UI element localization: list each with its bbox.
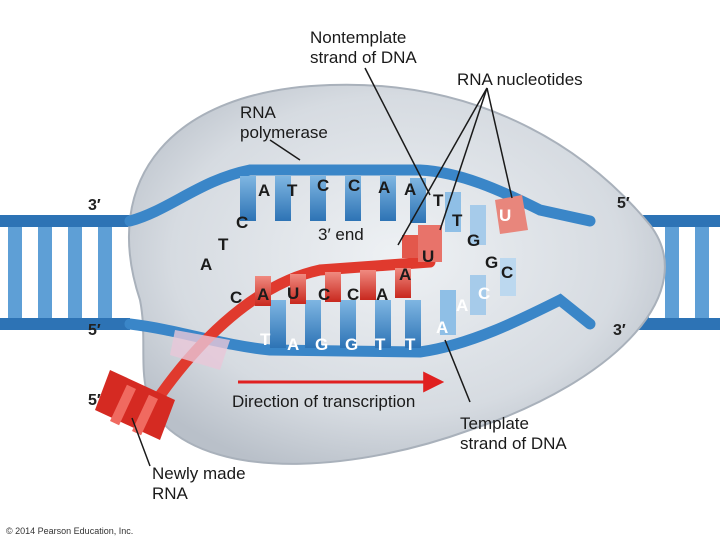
end-lower-left: 5′ (88, 392, 101, 409)
nt-base-1: A (258, 181, 271, 200)
rna-base-1: C (230, 288, 243, 307)
nontemplate-strand (124, 164, 596, 245)
rna-strand (95, 256, 436, 440)
nt-base-11: C (501, 263, 514, 282)
nontemplate-strand-label: Nontemplate strand of DNA (310, 28, 417, 67)
nt-base-13: T (218, 235, 229, 254)
tmpl-base-8: A (456, 296, 469, 315)
nt-base-2: T (287, 181, 298, 200)
tmpl-base-9: C (478, 284, 491, 303)
left-dna-helix (0, 215, 130, 330)
newly-made-rna-label: Newly made RNA (152, 464, 246, 503)
tmpl-base-1: T (260, 330, 271, 349)
end-top-left: 3′ (88, 197, 101, 214)
tmpl-base-4: G (345, 335, 359, 354)
rna-base-7: A (399, 265, 412, 284)
nt-base-10: G (485, 253, 499, 272)
tmpl-base-3: G (315, 335, 329, 354)
three-prime-end-label: 3′ end (318, 225, 364, 244)
rna-nucleotides (402, 195, 528, 262)
nt-base-14: A (200, 255, 213, 274)
pointer-lines (131, 67, 513, 467)
nt-base-6: A (404, 180, 417, 199)
rna-base-9: U (499, 206, 512, 225)
nt-base-7: T (433, 191, 444, 210)
end-mid-left: 5′ (88, 322, 101, 339)
tmpl-base-6: T (405, 335, 416, 354)
nt-base-4: C (348, 176, 361, 195)
nt-base-12: C (236, 213, 249, 232)
rna-base-5: C (347, 285, 360, 304)
direction-label: Direction of transcription (232, 392, 416, 411)
tmpl-base-7: A (436, 318, 449, 337)
rna-base-8: U (422, 247, 435, 266)
rna-base-4: C (318, 285, 331, 304)
rna-base-3: U (287, 284, 300, 303)
copyright-text: © 2014 Pearson Education, Inc. (6, 526, 134, 536)
rna-nucleotides-label: RNA nucleotides (457, 70, 583, 89)
nt-base-9: G (467, 231, 481, 250)
nt-base-5: A (378, 178, 391, 197)
rna-base-6: A (376, 285, 389, 304)
rna-base-2: A (257, 285, 270, 304)
tmpl-base-5: T (375, 335, 386, 354)
end-top-right: 5′ (617, 195, 630, 212)
tmpl-base-2: A (287, 335, 300, 354)
nt-base-8: T (452, 211, 463, 230)
end-bottom-right: 3′ (613, 322, 626, 339)
nt-base-3: C (317, 176, 330, 195)
rna-polymerase-label: RNA polymerase (240, 103, 328, 142)
template-strand-label: Template strand of DNA (460, 414, 567, 453)
